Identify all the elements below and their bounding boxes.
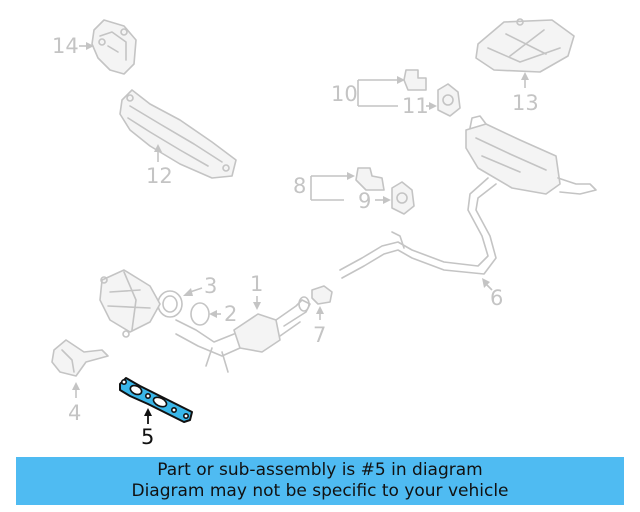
callout-14-label: 14: [52, 34, 79, 58]
part-12-heat-shield[interactable]: [119, 89, 237, 179]
callout-1-label: 1: [250, 272, 263, 296]
callout-12: 12: [146, 144, 173, 188]
callout-4-label: 4: [68, 401, 81, 425]
part-13-heat-shield[interactable]: [475, 18, 575, 73]
part-10-hanger-bracket[interactable]: [403, 69, 427, 91]
callout-6-label: 6: [490, 286, 503, 310]
callout-5: 5: [141, 408, 154, 449]
info-banner: Part or sub-assembly is #5 in diagram Di…: [16, 457, 624, 505]
callout-10-11: 10 11: [331, 76, 437, 118]
callout-2-3: 3 2: [183, 274, 237, 326]
part-2-gasket[interactable]: [190, 302, 210, 326]
part-14-heat-shield[interactable]: [91, 19, 137, 75]
part-4-bracket[interactable]: [51, 339, 109, 377]
callout-1: 1: [250, 272, 263, 310]
callout-10-label: 10: [331, 82, 358, 106]
callout-11-label: 11: [402, 94, 429, 118]
part-7-pipe-clamp[interactable]: [311, 285, 333, 305]
part-6-muffler-assembly[interactable]: [339, 115, 597, 279]
callout-7-label: 7: [313, 323, 326, 347]
part-11-rubber-hanger[interactable]: [437, 83, 461, 117]
callout-9-label: 9: [358, 189, 371, 213]
part-1-front-pipe[interactable]: [175, 296, 311, 373]
part-9-rubber-hanger[interactable]: [391, 181, 415, 215]
part-8-hanger-bracket[interactable]: [355, 167, 385, 191]
callout-14: 14: [52, 34, 94, 58]
part-3-clamp[interactable]: [157, 290, 183, 318]
callout-13-label: 13: [512, 91, 539, 115]
callout-12-label: 12: [146, 164, 173, 188]
catalytic-converter: [99, 269, 161, 338]
callout-2-label: 2: [224, 302, 237, 326]
callout-13: 13: [512, 72, 539, 115]
banner-line-1: Part or sub-assembly is #5 in diagram: [157, 460, 483, 480]
callout-8-label: 8: [293, 174, 306, 198]
callout-6: 6: [482, 278, 503, 310]
part-5-exhaust-gasket[interactable]: [119, 377, 193, 423]
callout-4: 4: [68, 382, 81, 425]
callout-3-label: 3: [204, 274, 217, 298]
banner-line-2: Diagram may not be specific to your vehi…: [131, 481, 509, 501]
callout-8-9: 8 9: [293, 172, 391, 213]
callout-5-label: 5: [141, 425, 154, 449]
callout-7: 7: [313, 306, 326, 347]
